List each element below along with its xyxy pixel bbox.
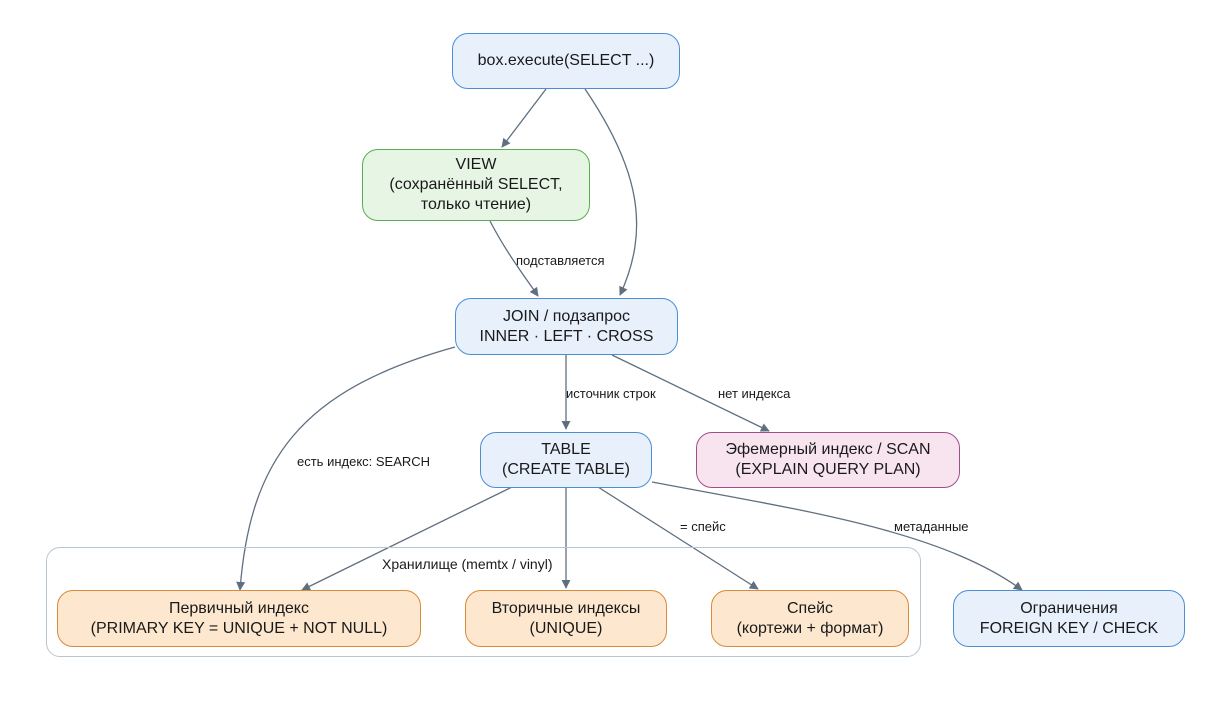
node-join-line-1: JOIN / подзапрос [502,307,631,325]
edge-label-has-index: есть индекс: SEARCH [297,454,431,469]
edge-label-equals-space: = спейс [680,519,726,534]
node-space-line-2: (кортежи + формат) [736,619,884,637]
node-ephemeral-index-line-1: Эфемерный индекс / SCAN [725,441,931,458]
node-primary-index-line-1: Первичный индекс [169,599,309,617]
node-view-line-2: (сохранённый SELECT, [389,176,563,193]
node-ephemeral-index: Эфемерный индекс / SCAN (EXPLAIN QUERY P… [696,432,960,488]
edge-execute-join [584,88,638,296]
node-space: Спейс (кортежи + формат) [711,590,909,647]
node-table-line-1: TABLE [541,441,591,458]
node-view: VIEW (сохранённый SELECT, только чтение) [362,149,590,221]
node-secondary-indexes-line-1: Вторичные индексы [491,599,641,617]
edge-table-constraints [651,481,1023,591]
edge-execute-view [501,88,547,148]
storage-cluster [46,547,921,657]
edge-label-no-index: нет индекса [718,386,791,401]
node-table: TABLE (CREATE TABLE) [480,432,652,488]
edge-table-space [597,486,759,590]
node-join: JOIN / подзапрос INNER · LEFT · CROSS [455,298,678,355]
node-secondary-indexes-line-2: (UNIQUE) [529,619,603,637]
node-constraints-line-2: FOREIGN KEY / CHECK [979,619,1159,637]
node-constraints: Ограничения FOREIGN KEY / CHECK [953,590,1185,647]
node-box-execute: box.execute(SELECT ...) [452,33,680,89]
node-table-line-2: (CREATE TABLE) [501,461,631,478]
node-view-line-1: VIEW [455,156,497,173]
node-secondary-indexes: Вторичные индексы (UNIQUE) [465,590,667,647]
edge-label-row-source: источник строк [566,386,656,401]
node-constraints-line-1: Ограничения [1020,599,1118,617]
node-primary-index-line-2: (PRIMARY KEY = UNIQUE + NOT NULL) [90,619,388,637]
node-view-line-3: только чтение) [420,196,532,213]
storage-cluster-title: Хранилище (memtx / vinyl) [382,556,553,572]
node-join-line-2: INNER · LEFT · CROSS [479,327,654,345]
edge-label-substituted: подставляется [516,253,605,268]
node-primary-index: Первичный индекс (PRIMARY KEY = UNIQUE +… [57,590,421,647]
edge-join-primary [236,346,456,591]
node-space-line-1: Спейс [786,599,834,617]
edge-join-ephemeral [611,354,770,432]
edge-view-join [489,220,539,297]
edge-label-metadata: метаданные [894,519,969,534]
node-box-execute-line: box.execute(SELECT ...) [477,52,655,69]
edge-table-primary [301,486,513,591]
node-ephemeral-index-line-2: (EXPLAIN QUERY PLAN) [735,461,921,478]
